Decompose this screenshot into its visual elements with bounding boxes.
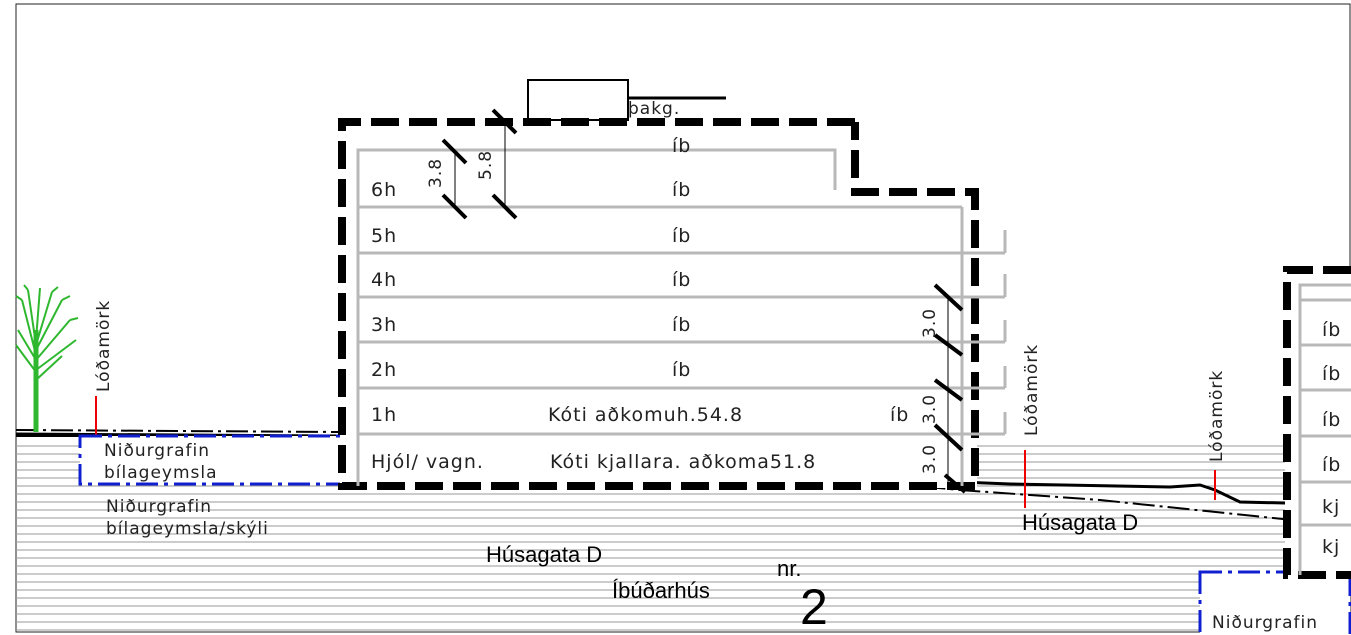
floor-4h-name: 4h xyxy=(371,269,397,291)
parking-label-3: Niðurgrafin xyxy=(106,497,212,517)
ground-hatch xyxy=(16,445,1350,631)
parking-label-2: bílageymsla xyxy=(104,463,218,483)
floor-6h-name: 6h xyxy=(371,179,397,201)
floor-2h-name: 2h xyxy=(371,359,397,381)
right-floor-2: íb xyxy=(1322,363,1341,385)
roof-label: þakg. xyxy=(628,99,680,119)
right-floor-4: íb xyxy=(1322,454,1341,476)
floor-1h-side-use: íb xyxy=(890,404,909,426)
building-type: Íbúðarhús xyxy=(612,578,710,603)
number-label: nr. xyxy=(777,556,801,581)
floor-6h-use: íb xyxy=(672,179,691,201)
dim-side-3: 3.0 xyxy=(920,444,940,474)
dim-side-1: 3.0 xyxy=(920,308,940,338)
floor-5h-use: íb xyxy=(672,225,691,247)
right-floor-1: íb xyxy=(1322,319,1341,341)
main-building: þakg. íb 6h íb 5h íb 4h íb 3h íb 2h xyxy=(338,79,1007,494)
street-label-right: Húsagata D xyxy=(1022,510,1138,535)
parking-label-4: bílageymsla/skýli xyxy=(106,519,269,539)
right-floor-3: íb xyxy=(1322,409,1341,431)
lodamork-left-label: Lóðamörk xyxy=(94,300,114,392)
house-number: 2 xyxy=(800,579,828,635)
parking-label-1: Niðurgrafin xyxy=(104,441,210,461)
dim-top-b: 5.8 xyxy=(476,150,496,180)
street-name: Húsagata D xyxy=(486,542,602,567)
lodamork-right-label: Lóðamörk xyxy=(1207,370,1227,462)
underground-parking-right-outline xyxy=(1198,570,1351,635)
dim-side-2: 3.0 xyxy=(920,394,940,424)
right-floor-6: kj xyxy=(1322,536,1340,558)
floor-5h-name: 5h xyxy=(371,225,397,247)
roof-structure xyxy=(527,79,629,121)
floor-top-use: íb xyxy=(672,135,691,157)
floor-3h-name: 3h xyxy=(371,314,397,336)
tree-icon xyxy=(15,284,79,432)
right-building: íb íb íb íb kj kj xyxy=(1283,266,1351,579)
floor-1h-use: Kóti aðkomuh.54.8 xyxy=(548,404,743,426)
right-floor-5: kj xyxy=(1322,496,1340,518)
dim-top-a: 3.8 xyxy=(426,158,446,188)
floor-3h-use: íb xyxy=(672,314,691,336)
floor-2h-use: íb xyxy=(672,359,691,381)
floor-4h-use: íb xyxy=(672,269,691,291)
basement-name: Hjól/ vagn. xyxy=(371,451,484,473)
parking-label-right: Niðurgrafin xyxy=(1212,613,1318,633)
lodamork-mid-label: Lóðamörk xyxy=(1022,344,1042,436)
building-outline xyxy=(338,118,979,490)
floor-1h-name: 1h xyxy=(371,404,397,426)
basement-use: Kóti kjallara. aðkoma51.8 xyxy=(550,451,816,473)
